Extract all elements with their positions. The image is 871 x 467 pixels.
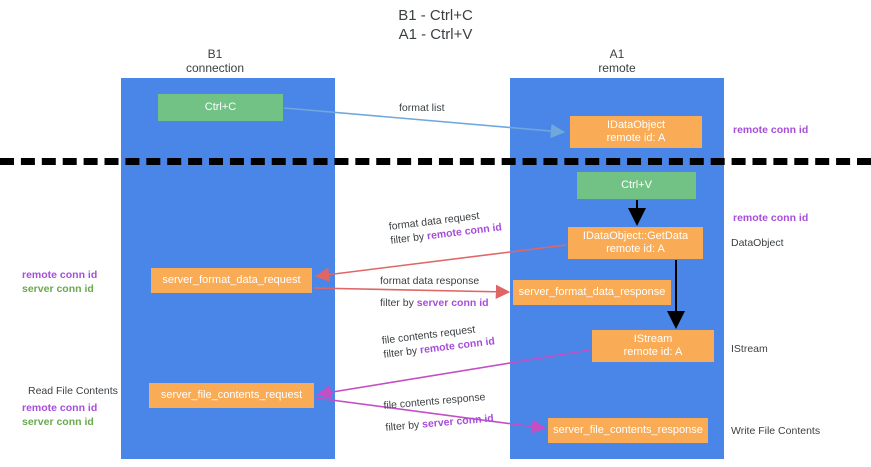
annotation-right-remote-conn-id-mid: remote conn id: [733, 211, 808, 225]
arrow-format-data-response: [313, 284, 511, 299]
annotation-left-conn-ids-bottom: remote conn id server conn id: [22, 401, 97, 429]
annotation-read-file-contents: Read File Contents: [28, 384, 118, 398]
box-idataobject-title: IDataObject: [606, 119, 666, 131]
annotation-text: DataObject: [731, 237, 784, 249]
box-server-file-contents-request-label: server_file_contents_request: [160, 389, 303, 401]
lane-header-a1: A1 remote: [527, 47, 707, 75]
annotation-server-conn-id: server conn id: [22, 283, 94, 295]
annotation-text: Write File Contents: [731, 425, 821, 437]
lane-header-b1: B1 connection: [125, 47, 305, 75]
box-idataobject-subtitle: remote id: A: [606, 132, 666, 144]
lane-header-b1-name: B1: [207, 47, 223, 61]
box-server-format-data-request[interactable]: server_format_data_request: [151, 268, 312, 293]
annotation-left-conn-ids-mid: remote conn id server conn id: [22, 268, 97, 296]
box-istream-subtitle: remote id: A: [623, 346, 683, 358]
arrow-file-contents-response: [315, 397, 547, 434]
title-line-1: B1 - Ctrl+C: [398, 7, 473, 24]
filter-prefix: filter by: [385, 418, 423, 434]
annotation-remote-conn-id: remote conn id: [22, 269, 98, 281]
box-getdata-title: IDataObject::GetData: [582, 230, 689, 242]
lane-header-a1-name: A1: [609, 47, 625, 61]
box-server-file-contents-response[interactable]: server_file_contents_response: [548, 418, 708, 443]
lane-header-b1-role: connection: [185, 61, 245, 75]
annotation-istream: IStream: [731, 342, 768, 356]
label-format-data-response-filter: filter by server conn id: [380, 296, 489, 310]
annotation-dataobject: DataObject: [731, 236, 784, 250]
label-format-list-text: format list: [399, 102, 445, 114]
box-ctrl-v-label: Ctrl+V: [621, 179, 652, 191]
box-ctrl-c[interactable]: Ctrl+C: [158, 94, 283, 121]
filter-prefix: filter by: [380, 297, 417, 309]
box-server-format-data-request-label: server_format_data_request: [162, 274, 301, 286]
title-line-2: A1 - Ctrl+V: [398, 26, 473, 43]
label-format-data-response: format data response filter by server co…: [380, 274, 489, 310]
box-getdata-subtitle: remote id: A: [606, 243, 665, 255]
box-istream[interactable]: IStream remote id: A: [592, 330, 714, 362]
box-istream-title: IStream: [633, 333, 673, 345]
box-server-format-data-response-label: server_format_data_response: [518, 286, 666, 298]
arrow-format-list: [283, 107, 566, 139]
phase-divider: [0, 158, 871, 165]
diagram-title: B1 - Ctrl+C A1 - Ctrl+V: [0, 6, 871, 44]
annotation-write-file-contents: Write File Contents: [731, 424, 820, 438]
annotation-text: remote conn id: [733, 212, 809, 224]
arrow-format-data-request: [314, 244, 567, 282]
box-idataobject-getdata[interactable]: IDataObject::GetData remote id: A: [568, 227, 703, 259]
box-server-file-contents-response-label: server_file_contents_response: [553, 424, 703, 436]
annotation-text: remote conn id: [733, 124, 809, 136]
label-format-data-response-text: format data response: [380, 275, 480, 287]
box-server-format-data-response[interactable]: server_format_data_response: [513, 280, 671, 305]
annotation-text: IStream: [731, 343, 768, 355]
box-ctrl-v[interactable]: Ctrl+V: [577, 172, 696, 199]
annotation-right-remote-conn-id-top: remote conn id: [733, 123, 808, 137]
annotation-server-conn-id: server conn id: [22, 416, 94, 428]
filter-key-server-conn-id: server conn id: [416, 297, 489, 309]
box-idataobject[interactable]: IDataObject remote id: A: [570, 116, 702, 148]
annotation-remote-conn-id: remote conn id: [22, 402, 98, 414]
box-server-file-contents-request[interactable]: server_file_contents_request: [149, 383, 314, 408]
annotation-text: Read File Contents: [28, 385, 118, 397]
label-format-list: format list: [399, 101, 445, 115]
lane-header-a1-role: remote: [598, 61, 636, 75]
box-ctrl-c-label: Ctrl+C: [204, 101, 237, 113]
arrow-file-contents-request: [316, 349, 591, 400]
